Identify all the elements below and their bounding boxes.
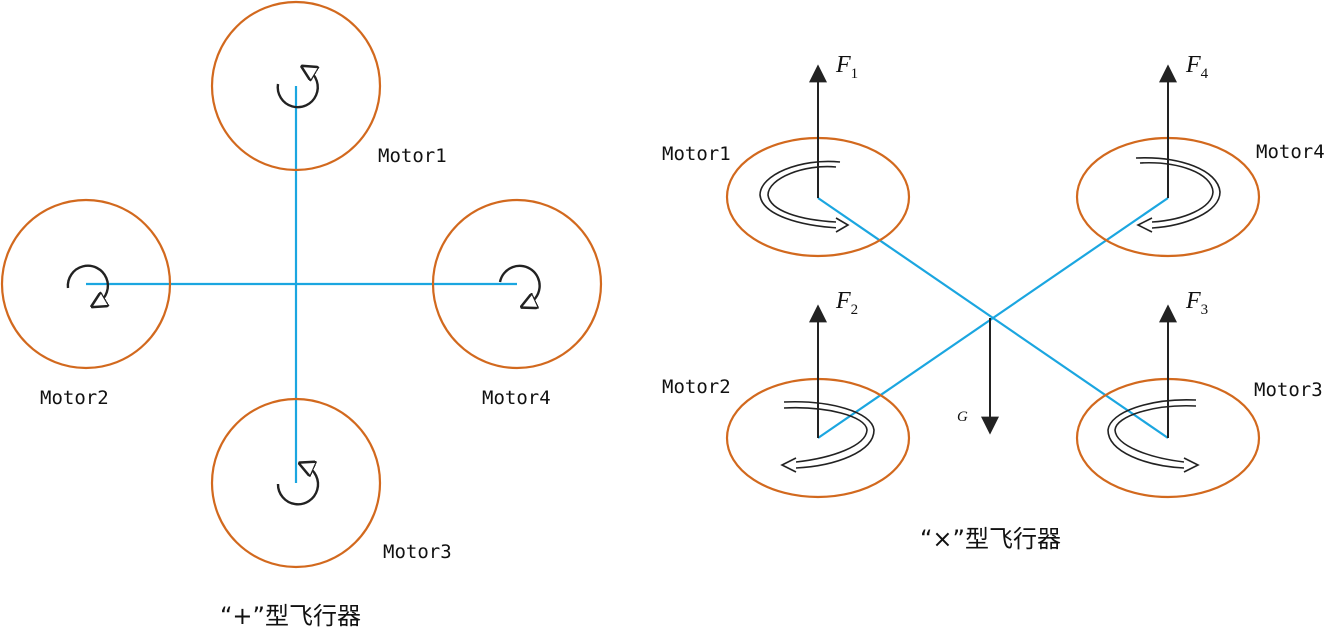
x-gravity-label: G [957,409,968,425]
x-configuration: F1 F4 F2 F3 G Motor1 Motor4 Motor2 Motor… [662,52,1325,553]
x-force-label-3: F3 [1185,288,1208,318]
x-rotation-arrow-2-icon [780,400,875,473]
x-motor1-label: Motor1 [662,143,731,165]
plus-rotation-arrow-1-icon [276,70,318,109]
plus-motor2-label: Motor2 [40,387,109,409]
plus-rotor-2 [0,198,172,370]
x-force-label-2: F2 [835,288,858,318]
x-rotation-arrow-4-icon [1135,157,1221,233]
plus-configuration: Motor1 Motor2 Motor4 Motor3 “+”型飞行器 [0,0,603,630]
plus-motor3-label: Motor3 [383,541,452,563]
plus-caption: “+”型飞行器 [220,602,361,630]
x-motor2-label: Motor2 [662,376,731,398]
x-frame-arm-4-2 [817,197,1169,439]
x-force-label-4: F4 [1185,52,1209,82]
x-motor3-label: Motor3 [1254,379,1323,401]
plus-rotation-arrow-4-icon [498,264,541,304]
plus-rotor-3 [210,397,382,569]
x-caption: “×”型飞行器 [920,525,1061,553]
plus-rotation-arrow-2-icon [66,264,108,303]
plus-rotation-arrow-3-icon [276,466,320,506]
plus-motor4-label: Motor4 [482,387,551,409]
x-rotation-arrow-1-icon [759,160,850,233]
plus-motor1-label: Motor1 [378,145,447,167]
x-rotation-arrow-3-icon [1107,399,1200,473]
plus-rotor-1 [210,0,382,172]
x-motor4-label: Motor4 [1256,141,1325,163]
plus-rotor-4 [431,198,603,370]
x-force-label-1: F1 [835,52,858,82]
